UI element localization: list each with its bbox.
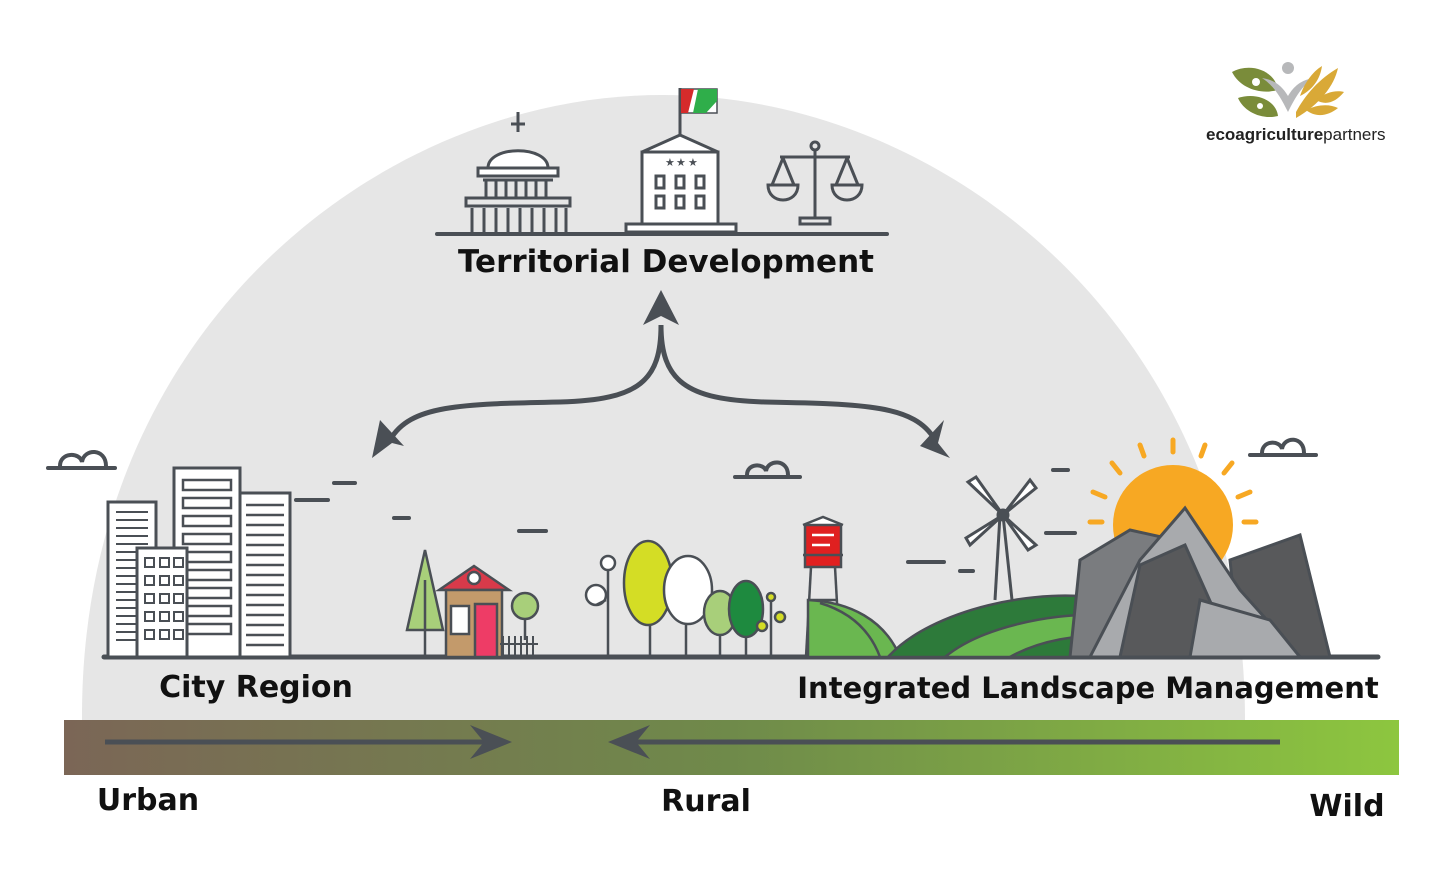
cloud-icon [46, 450, 117, 470]
bar-arrow-right [105, 725, 512, 759]
territorial-arrows [387, 324, 938, 442]
capitol-building-icon [464, 112, 572, 232]
rural-label: Rural [661, 784, 751, 819]
arrow-up-head [643, 290, 679, 325]
pine-tree-icon [405, 549, 445, 657]
logo-text-bold: ecoagriculture [1206, 125, 1323, 144]
ecoagriculture-logo: ecoagriculturepartners [1206, 62, 1386, 144]
svg-text:★: ★ [665, 156, 675, 169]
arrow-left-head [372, 420, 404, 458]
government-building-icon: ★ ★ ★ [624, 88, 738, 234]
cloud-icon [733, 460, 802, 479]
dome-background [81, 95, 1246, 720]
house-icon [434, 564, 514, 659]
city-buildings [106, 466, 292, 659]
forest-trees [584, 539, 787, 657]
cloud-icon [1248, 437, 1318, 457]
scales-of-justice-icon [766, 140, 864, 226]
wild-label: Wild [1309, 789, 1384, 824]
windmill-icon [963, 474, 1039, 601]
round-tree-icon [510, 591, 540, 640]
svg-text:★: ★ [688, 156, 698, 169]
integrated-landscape-management-label: Integrated Landscape Management [797, 671, 1379, 705]
bar-arrow-left [608, 725, 1280, 759]
territorial-development-label: Territorial Development [458, 244, 874, 280]
logo-leaf-icon [1232, 62, 1344, 118]
wind-dashes [294, 468, 1077, 573]
fence [500, 636, 538, 657]
mountains-icon [1068, 505, 1332, 659]
city-region-label: City Region [159, 670, 353, 705]
urban-label: Urban [97, 783, 199, 818]
urban-rural-wild-gradient-bar [64, 720, 1399, 775]
arrow-right-head [920, 420, 950, 458]
svg-text:ecoagriculturepartners: ecoagriculturepartners [1206, 125, 1386, 144]
svg-text:★: ★ [676, 156, 686, 169]
logo-text-light: partners [1323, 125, 1385, 144]
